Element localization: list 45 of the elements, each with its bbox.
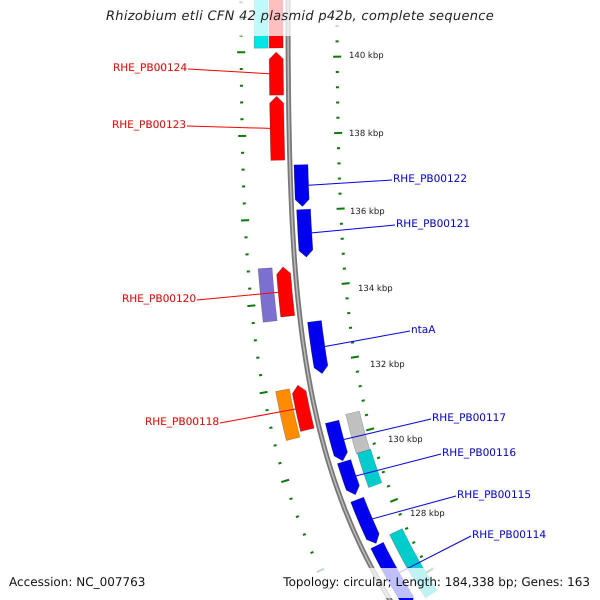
gene-feature (337, 459, 360, 496)
scale-label: 140 kbp (349, 51, 384, 62)
gene-feature (276, 266, 295, 318)
gene-label: RHE_PB00117 (432, 412, 506, 425)
gene-feature (296, 208, 314, 258)
gene-bar (345, 410, 370, 454)
scale-label: 138 kbp (349, 129, 384, 140)
scale-label: 130 kbp (388, 435, 423, 446)
scale-label: 128 kbp (410, 509, 445, 520)
gene-label: RHE_PB00116 (442, 447, 516, 460)
leader-line (372, 496, 456, 520)
leader-line (356, 454, 442, 476)
gene-feature (307, 320, 328, 374)
leader-line (343, 418, 432, 440)
gene-feature (268, 52, 284, 96)
gene-bar (356, 448, 382, 488)
gene-label: RHE_PB00124 (112, 62, 187, 75)
gene-label: RHE_PB00114 (472, 529, 546, 542)
gene-feature (292, 384, 314, 432)
leader-line (186, 126, 271, 129)
scale-label: 132 kbp (370, 360, 405, 371)
gene-feature (324, 420, 348, 462)
scale-label: 136 kbp (350, 207, 385, 218)
gene-label: RHE_PB00118 (144, 416, 219, 429)
gene-feature (269, 96, 286, 161)
gene-feature (350, 496, 380, 544)
gene-label: RHE_PB00120 (122, 293, 196, 306)
gene-label: RHE_PB00121 (396, 218, 470, 231)
title: Rhizobium etli CFN 42 plasmid p42b, complete sequence (104, 9, 496, 24)
leader-line (196, 292, 279, 300)
leader-line (308, 180, 392, 186)
gene-label: ntaA (411, 324, 436, 337)
leader-line (188, 68, 270, 74)
leader-line (220, 408, 296, 424)
gene-label: RHE_PB00122 (393, 173, 468, 186)
summary-text: Topology: circular; Length: 184,338 bp; Genes: 163 (283, 575, 590, 589)
gene-label: RHE_PB00123 (112, 119, 186, 132)
gene-bar (258, 267, 278, 323)
scale-label: 134 kbp (358, 284, 393, 295)
gene-bar (275, 388, 300, 441)
accession-text: Accession: NC_007763 (9, 575, 146, 589)
leader-line (324, 330, 410, 347)
leader-line (311, 224, 396, 234)
gene-feature (294, 164, 310, 207)
gene-label: RHE_PB00115 (457, 489, 532, 502)
